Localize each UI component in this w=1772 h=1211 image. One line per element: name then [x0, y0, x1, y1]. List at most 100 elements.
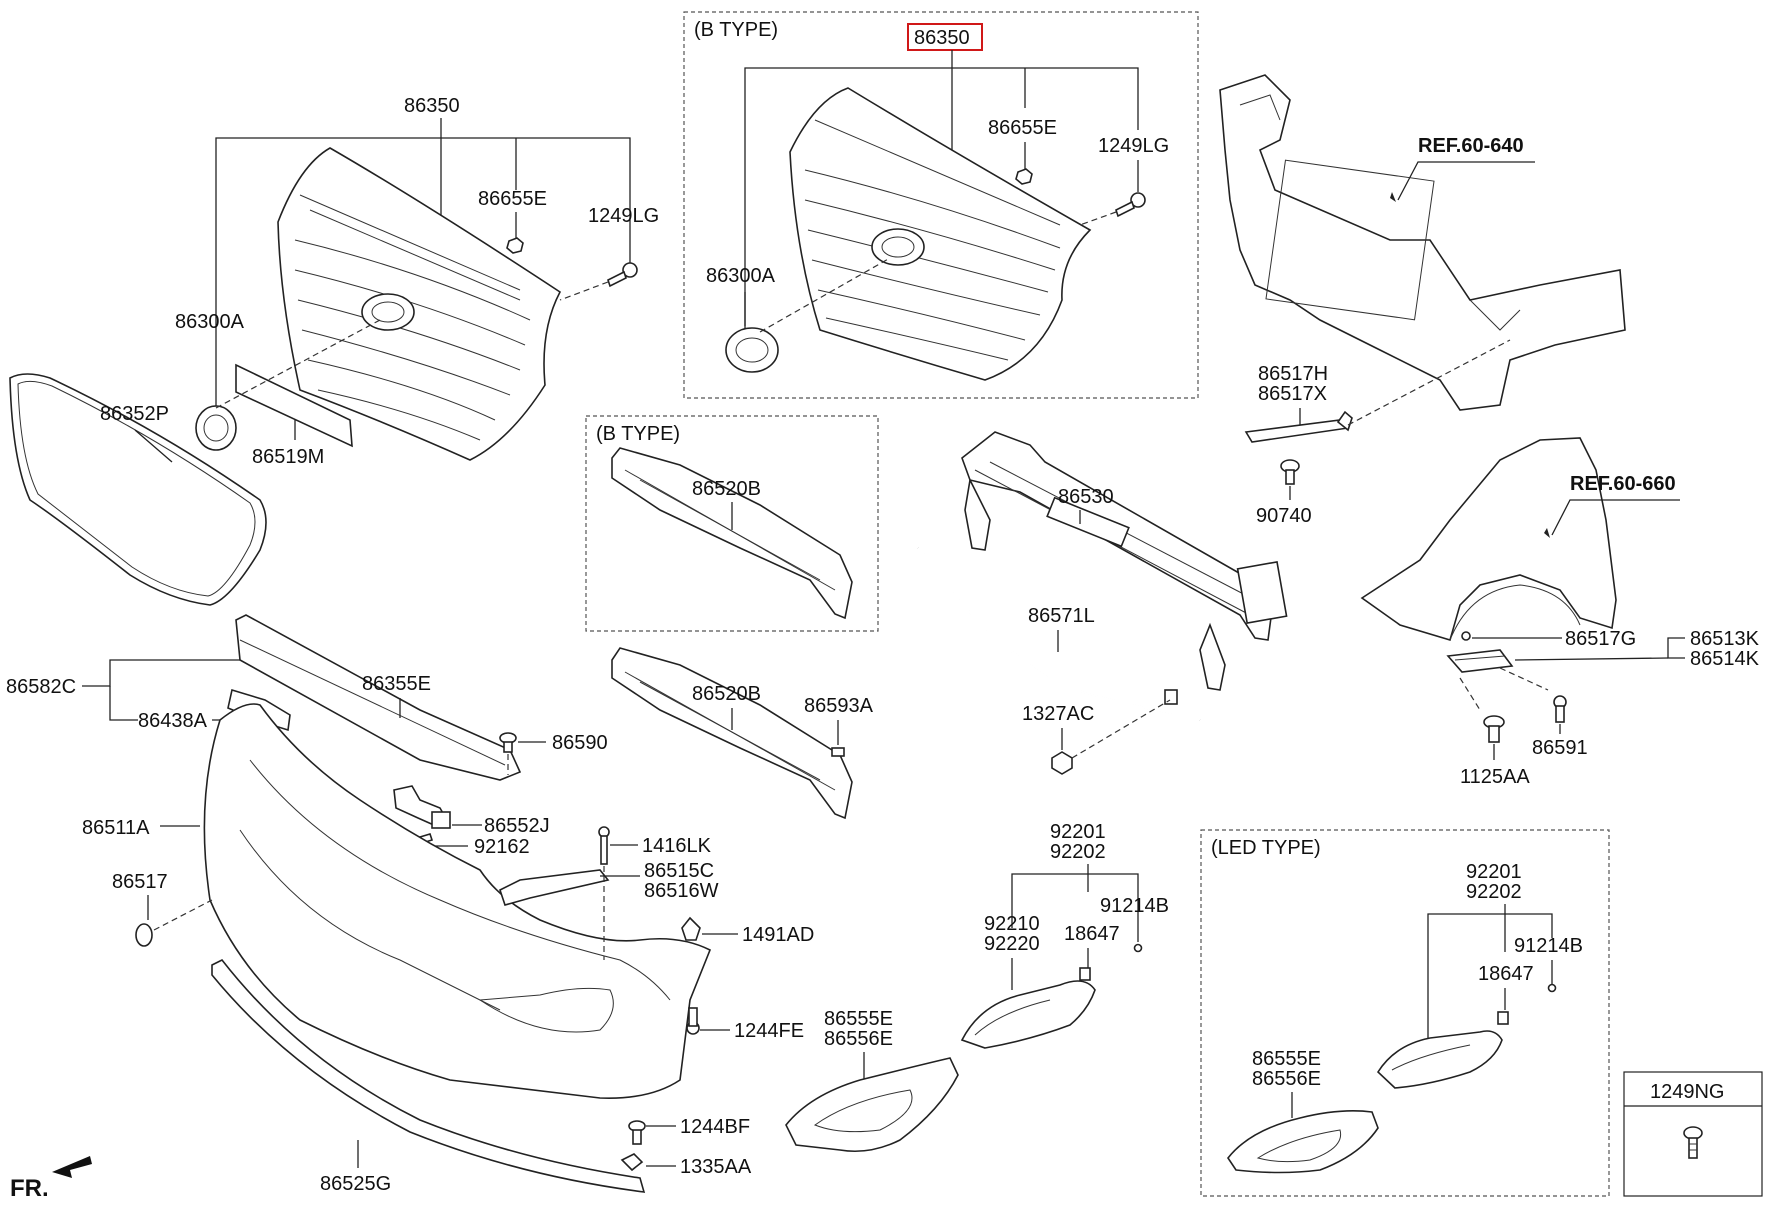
label-86517h: 86517H: [1258, 363, 1328, 385]
label-86556e-mid: 86556E: [824, 1028, 893, 1050]
nut-1327ac-icon: [1051, 751, 1073, 775]
label-86555e-mid: 86555E: [824, 1008, 893, 1030]
led-type-box: [1200, 829, 1610, 1197]
grille-seal-86352p: [9, 373, 267, 606]
bolt-1416lk-icon: [598, 826, 610, 865]
radiator-grille-main: [277, 147, 562, 461]
front-arrow-icon: [52, 1156, 92, 1178]
label-86520b: 86520B: [692, 683, 761, 705]
screw-1244fe-icon: [686, 1007, 700, 1035]
label-86511a: 86511A: [82, 817, 150, 839]
radiator-grille-btype: [789, 87, 1092, 381]
upper-cover-86355e: [227, 614, 522, 781]
label-92202-mid: 92202: [1050, 841, 1106, 863]
nut-86655e-btype-icon: [1015, 168, 1033, 185]
front-end-module-carrier: [1219, 74, 1626, 411]
label-86517x: 86517X: [1258, 383, 1327, 405]
label-86520b-btype: 86520B: [692, 478, 761, 500]
fog-lamp-92201-led: [1376, 1030, 1503, 1089]
bolt-1125aa-icon: [1483, 715, 1505, 743]
bolt-86590-icon: [499, 732, 517, 753]
part-1249ng-box: [1623, 1071, 1763, 1197]
label-ref-60-640: REF.60-640: [1418, 135, 1524, 157]
b-type-grille-box: [683, 11, 1199, 399]
label-86591: 86591: [1532, 737, 1588, 759]
label-92201-led: 92201: [1466, 861, 1522, 883]
b-type-absorber-caption: (B TYPE): [596, 423, 680, 445]
label-86525g: 86525G: [320, 1173, 391, 1195]
label-92210: 92210: [984, 913, 1040, 935]
label-86300a-btype: 86300A: [706, 265, 776, 287]
screw-1249lg-main-icon: [607, 262, 638, 288]
label-86514k: 86514K: [1690, 648, 1760, 670]
screw-1249ng-icon: [1683, 1126, 1703, 1159]
label-18647-led: 18647: [1478, 963, 1534, 985]
label-92202-led: 92202: [1466, 881, 1522, 903]
screw-90740-icon: [1280, 459, 1300, 485]
label-1491ad: 1491AD: [742, 924, 814, 946]
emblem-86300a-main-icon: [195, 405, 237, 451]
absorber-86520b-btype: [611, 447, 853, 620]
label-86352p: 86352P: [100, 403, 169, 425]
label-86552j: 86552J: [484, 815, 550, 837]
b-type-grille-caption: (B TYPE): [694, 19, 778, 41]
label-91214b-mid: 91214B: [1100, 895, 1169, 917]
b-type-absorber-box: [585, 415, 879, 632]
label-86300a-main: 86300A: [175, 311, 245, 333]
label-86517g: 86517G: [1565, 628, 1636, 650]
bracket-86552j-icon: [393, 785, 451, 829]
label-86571l: 86571L: [1028, 605, 1095, 627]
label-86556e-led: 86556E: [1252, 1068, 1321, 1090]
fog-lamp-cover-86555e-mid: [785, 1057, 959, 1153]
label-86438a: 86438A: [138, 710, 208, 732]
label-86582c: 86582C: [6, 676, 76, 698]
label-1125aa: 1125AA: [1460, 766, 1530, 788]
molding-86525g: [211, 958, 646, 1193]
nut-86655e-main-icon: [506, 237, 524, 254]
label-fr: FR.: [10, 1175, 49, 1202]
molding-86515c-icon: [499, 869, 610, 906]
fender-assembly: [1360, 437, 1617, 641]
label-92201-mid: 92201: [1050, 821, 1106, 843]
label-86530: 86530: [1058, 486, 1114, 508]
label-86555e-led: 86555E: [1252, 1048, 1321, 1070]
screw-1244bf-icon: [628, 1120, 646, 1145]
label-86513k: 86513K: [1690, 628, 1760, 650]
label-1249lg-main: 1249LG: [588, 205, 659, 227]
nut-1335aa-icon: [620, 1153, 644, 1172]
clip-1491ad-icon: [681, 916, 701, 941]
label-86593a: 86593A: [804, 695, 874, 717]
label-86655e-btype: 86655E: [988, 117, 1057, 139]
label-86590: 86590: [552, 732, 608, 754]
bumper-cover-86511a: [203, 703, 712, 1099]
fog-lamp-cover-86555e-led: [1227, 1110, 1379, 1174]
label-92220: 92220: [984, 933, 1040, 955]
screw-1249lg-btype-icon: [1115, 192, 1146, 218]
pipe-86571l: [917, 546, 1201, 722]
label-1335aa: 1335AA: [680, 1156, 752, 1178]
bracket-86517h-icon: [1244, 410, 1353, 443]
label-86519m: 86519M: [252, 446, 324, 468]
emblem-86300a-btype-icon: [725, 327, 779, 373]
cap-86517-icon: [135, 923, 153, 947]
label-1249ng: 1249NG: [1650, 1081, 1725, 1103]
highlight-86350: [907, 23, 983, 51]
label-86355e: 86355E: [362, 673, 431, 695]
label-86517: 86517: [112, 871, 168, 893]
label-86515c: 86515C: [644, 860, 714, 882]
label-1327ac: 1327AC: [1022, 703, 1094, 725]
label-90740: 90740: [1256, 505, 1312, 527]
label-91214b-led: 91214B: [1514, 935, 1583, 957]
label-86655e-main: 86655E: [478, 188, 547, 210]
label-ref-60-660: REF.60-660: [1570, 473, 1676, 495]
bumper-beam-86530: [961, 431, 1288, 691]
label-86516w: 86516W: [644, 880, 719, 902]
label-1244bf: 1244BF: [680, 1116, 750, 1138]
label-1416lk: 1416LK: [642, 835, 712, 857]
led-type-caption: (LED TYPE): [1211, 837, 1321, 859]
absorber-86520b: [611, 647, 853, 820]
label-18647-mid: 18647: [1064, 923, 1120, 945]
bracket-86513k-icon: [1446, 649, 1514, 673]
label-92162: 92162: [474, 836, 530, 858]
